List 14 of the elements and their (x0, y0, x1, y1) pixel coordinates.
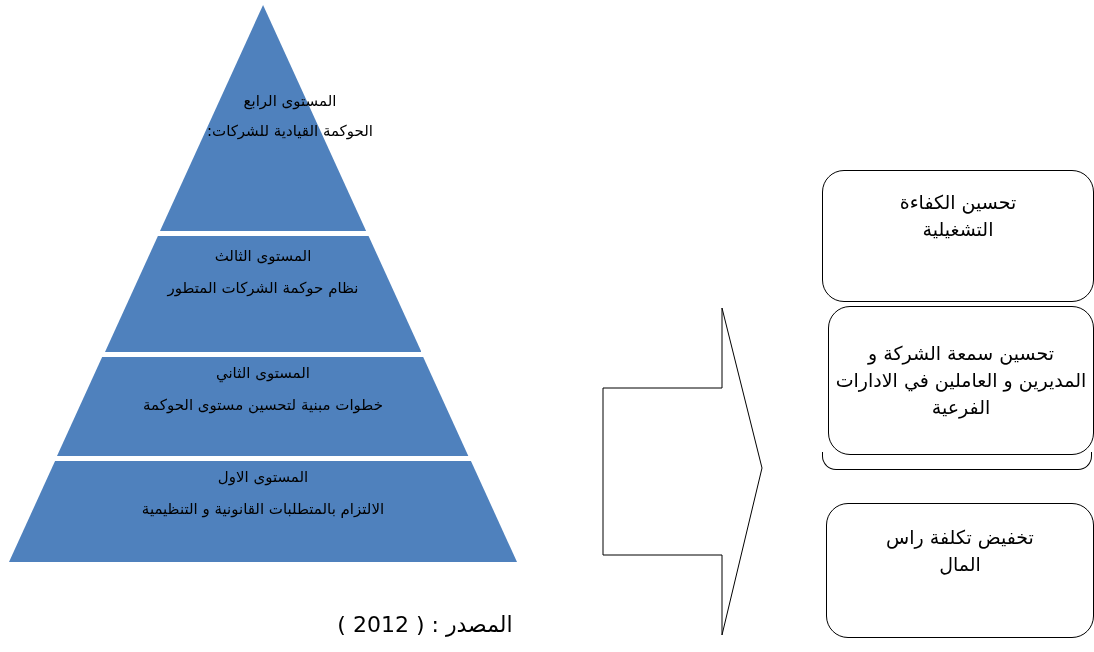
rounded-box: تحسين سمعة الشركة و المديرين و العاملين في الادارات الفرعية (828, 306, 1094, 455)
pyramid-level (104, 236, 422, 352)
level-description: الالتزام بالمتطلبات القانونية و التنظيمية (140, 499, 386, 519)
level-heading: المستوى الاول (216, 467, 310, 487)
rounded-box: تخفيض تكلفة راس المال (826, 503, 1094, 638)
level-heading: المستوى الثالث (213, 246, 313, 266)
level-description: خطوات مبنية لتحسين مستوى الحوكمة (142, 395, 384, 415)
pyramid-level (9, 461, 517, 562)
level-description: نظام حوكمة الشركات المتطور (166, 278, 360, 298)
rounded-box: تحسين الكفاءة التشغيلية (822, 170, 1094, 302)
level-description: الحوكمة القيادية للشركات: (205, 121, 374, 141)
source-caption: المصدر : ( 2012 ) (336, 612, 514, 637)
pyramid-level (57, 357, 469, 456)
level-heading: المستوى الثاني (214, 363, 312, 383)
